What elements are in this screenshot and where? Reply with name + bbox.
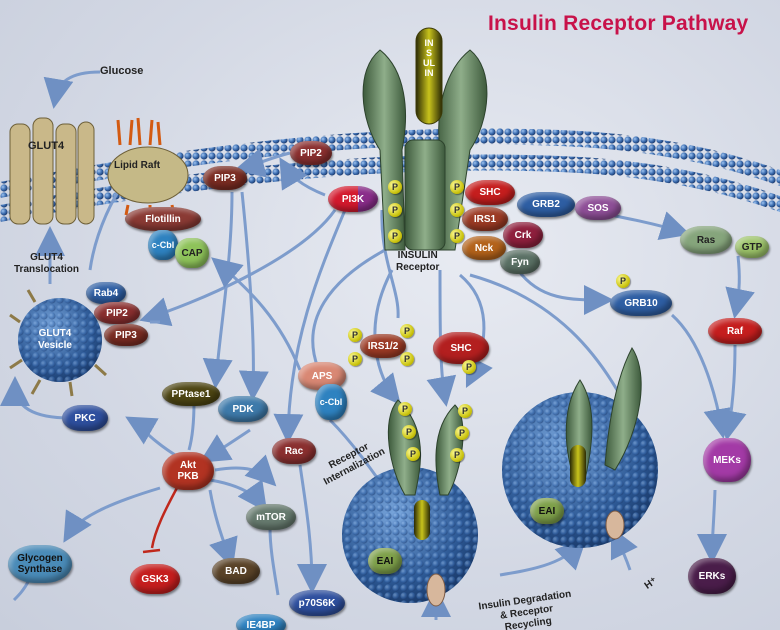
node-glycogen-synthase[interactable]: Glycogen Synthase [8,545,72,583]
phospho-marker: P [402,425,416,439]
node-fyn[interactable]: Fyn [500,250,540,274]
node-gtp[interactable]: GTP [735,236,769,258]
node-ccbl-top[interactable]: c-Cbl [148,230,178,260]
node-cap[interactable]: CAP [175,238,209,268]
phospho-marker: P [450,180,464,194]
node-eai-left[interactable]: EAI [368,548,402,574]
node-bad[interactable]: BAD [212,558,260,584]
phospho-marker: P [348,352,362,366]
phospho-marker: P [388,180,402,194]
phospho-marker: P [388,229,402,243]
phospho-marker: P [450,448,464,462]
node-grb10[interactable]: GRB10 [610,290,672,316]
membrane-outer [0,128,780,198]
node-raf[interactable]: Raf [708,318,762,344]
node-pkc[interactable]: PKC [62,405,108,431]
node-rac[interactable]: Rac [272,438,316,464]
phospho-marker: P [398,402,412,416]
page-title: Insulin Receptor Pathway [488,12,749,35]
node-irs12[interactable]: IRS1/2 [360,334,406,358]
node-ccbl-mid[interactable]: c-Cbl [315,384,347,420]
phospho-marker: P [400,352,414,366]
node-crk[interactable]: Crk [503,222,543,248]
membrane-inner [0,154,780,222]
node-pi3k[interactable]: PI3K [328,186,378,212]
glut4-vesicle-graphic [9,289,108,397]
phospho-marker: P [450,229,464,243]
node-eai-right[interactable]: EAI [530,498,564,524]
phospho-marker: P [388,203,402,217]
endosome-right [502,347,658,548]
node-rab4[interactable]: Rab4 [86,282,126,304]
lipid-raft-label: Lipid Raft [114,160,161,171]
node-pip2-top[interactable]: PIP2 [290,141,332,165]
glut4-translocation-label: GLUT4 Translocation [14,252,80,275]
insulin-receptor-graphic [362,27,488,251]
glut4-vesicle-label: GLUT4 Vesicle [38,328,72,351]
node-ras[interactable]: Ras [680,226,732,254]
glut4-transporter-graphic [9,117,95,225]
node-pptase1[interactable]: PPtase1 [162,382,220,406]
node-grb2[interactable]: GRB2 [517,192,575,217]
node-erks[interactable]: ERKs [688,558,736,594]
node-meks[interactable]: MEKs [703,438,751,482]
phospho-marker: P [455,426,469,440]
glut4-label: GLUT4 [28,140,65,152]
node-pip3-top[interactable]: PIP3 [203,166,247,190]
pathway-arrows [0,70,755,620]
node-shc-mid[interactable]: SHC [433,332,489,364]
phospho-marker: P [462,360,476,374]
node-irs1[interactable]: IRS1 [462,207,508,231]
node-akt[interactable]: Akt PKB [162,452,214,490]
node-flotillin[interactable]: Flotillin [125,207,201,231]
node-p70s6k[interactable]: p70S6K [289,590,345,616]
node-shc-top[interactable]: SHC [465,180,515,205]
node-sos[interactable]: SOS [575,196,621,220]
insulin-receptor-label: INSULIN Receptor [396,250,440,273]
phospho-marker: P [616,274,630,288]
node-mtor[interactable]: mTOR [246,504,296,530]
lipid-raft-graphic [107,117,189,216]
phospho-marker: P [400,324,414,338]
inhibit-akt-gsk3 [142,485,180,554]
node-pip2-ves[interactable]: PIP2 [94,302,140,324]
node-gsk3[interactable]: GSK3 [130,564,180,594]
phospho-marker: P [348,328,362,342]
phospho-marker: P [450,203,464,217]
phospho-marker: P [458,404,472,418]
node-nck[interactable]: Nck [462,236,506,260]
phospho-marker: P [406,447,420,461]
node-pdk[interactable]: PDK [218,396,268,422]
glucose-label: Glucose [100,65,144,77]
insulin-label: INSULIN [423,38,435,78]
node-ie4bp[interactable]: IE4BP [236,614,286,630]
node-pip3-ves[interactable]: PIP3 [104,324,148,346]
